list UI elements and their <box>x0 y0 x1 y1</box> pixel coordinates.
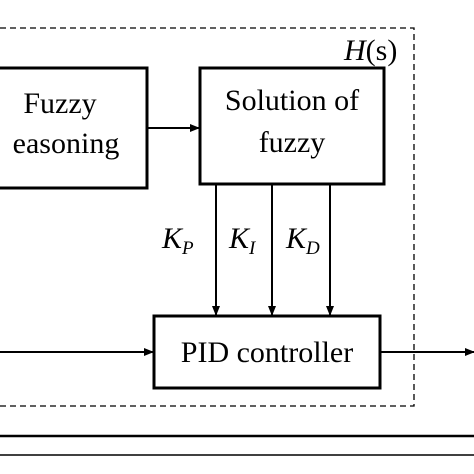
kp-label: KP <box>161 222 194 259</box>
solution-line1: Solution of <box>225 84 359 117</box>
ki-label: KI <box>228 222 257 259</box>
fuzzy-reasoning-line2: easoning <box>13 127 120 160</box>
solution-line2: fuzzy <box>259 126 326 159</box>
h-s-label: H(s) <box>343 34 397 67</box>
solution-of-fuzzy-block <box>198 66 386 186</box>
pid-controller-label: PID controller <box>181 336 353 369</box>
kd-label: KD <box>285 222 320 259</box>
h-s-region-boundary <box>0 27 415 407</box>
fuzzy-reasoning-line1: Fuzzy <box>23 87 96 120</box>
